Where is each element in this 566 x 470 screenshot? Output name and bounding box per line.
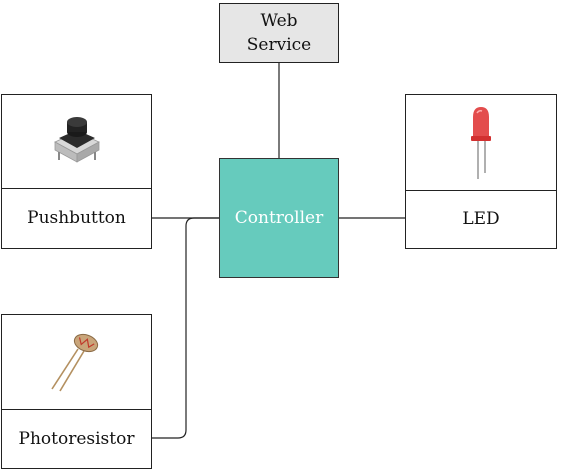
led-label: LED xyxy=(462,209,500,229)
photoresistor-node: Photoresistor xyxy=(1,314,152,469)
photoresistor-icon xyxy=(50,333,98,392)
pushbutton-label: Pushbutton xyxy=(27,208,126,228)
pushbutton-icon xyxy=(53,116,100,163)
web-service-label-line2: Service xyxy=(246,35,312,55)
pushbutton-node: Pushbutton xyxy=(1,94,152,249)
led-node: LED xyxy=(405,94,557,249)
photoresistor-image xyxy=(2,315,151,410)
pushbutton-image xyxy=(2,95,151,189)
wire-photoresistor xyxy=(152,217,219,439)
controller-label: Controller xyxy=(234,208,324,228)
web-service-node: Web Service xyxy=(219,3,339,63)
photoresistor-label: Photoresistor xyxy=(18,428,135,449)
led-icon xyxy=(471,106,491,179)
led-image xyxy=(406,95,556,191)
web-service-label-line1: Web xyxy=(260,11,298,31)
controller-node: Controller xyxy=(219,158,339,278)
